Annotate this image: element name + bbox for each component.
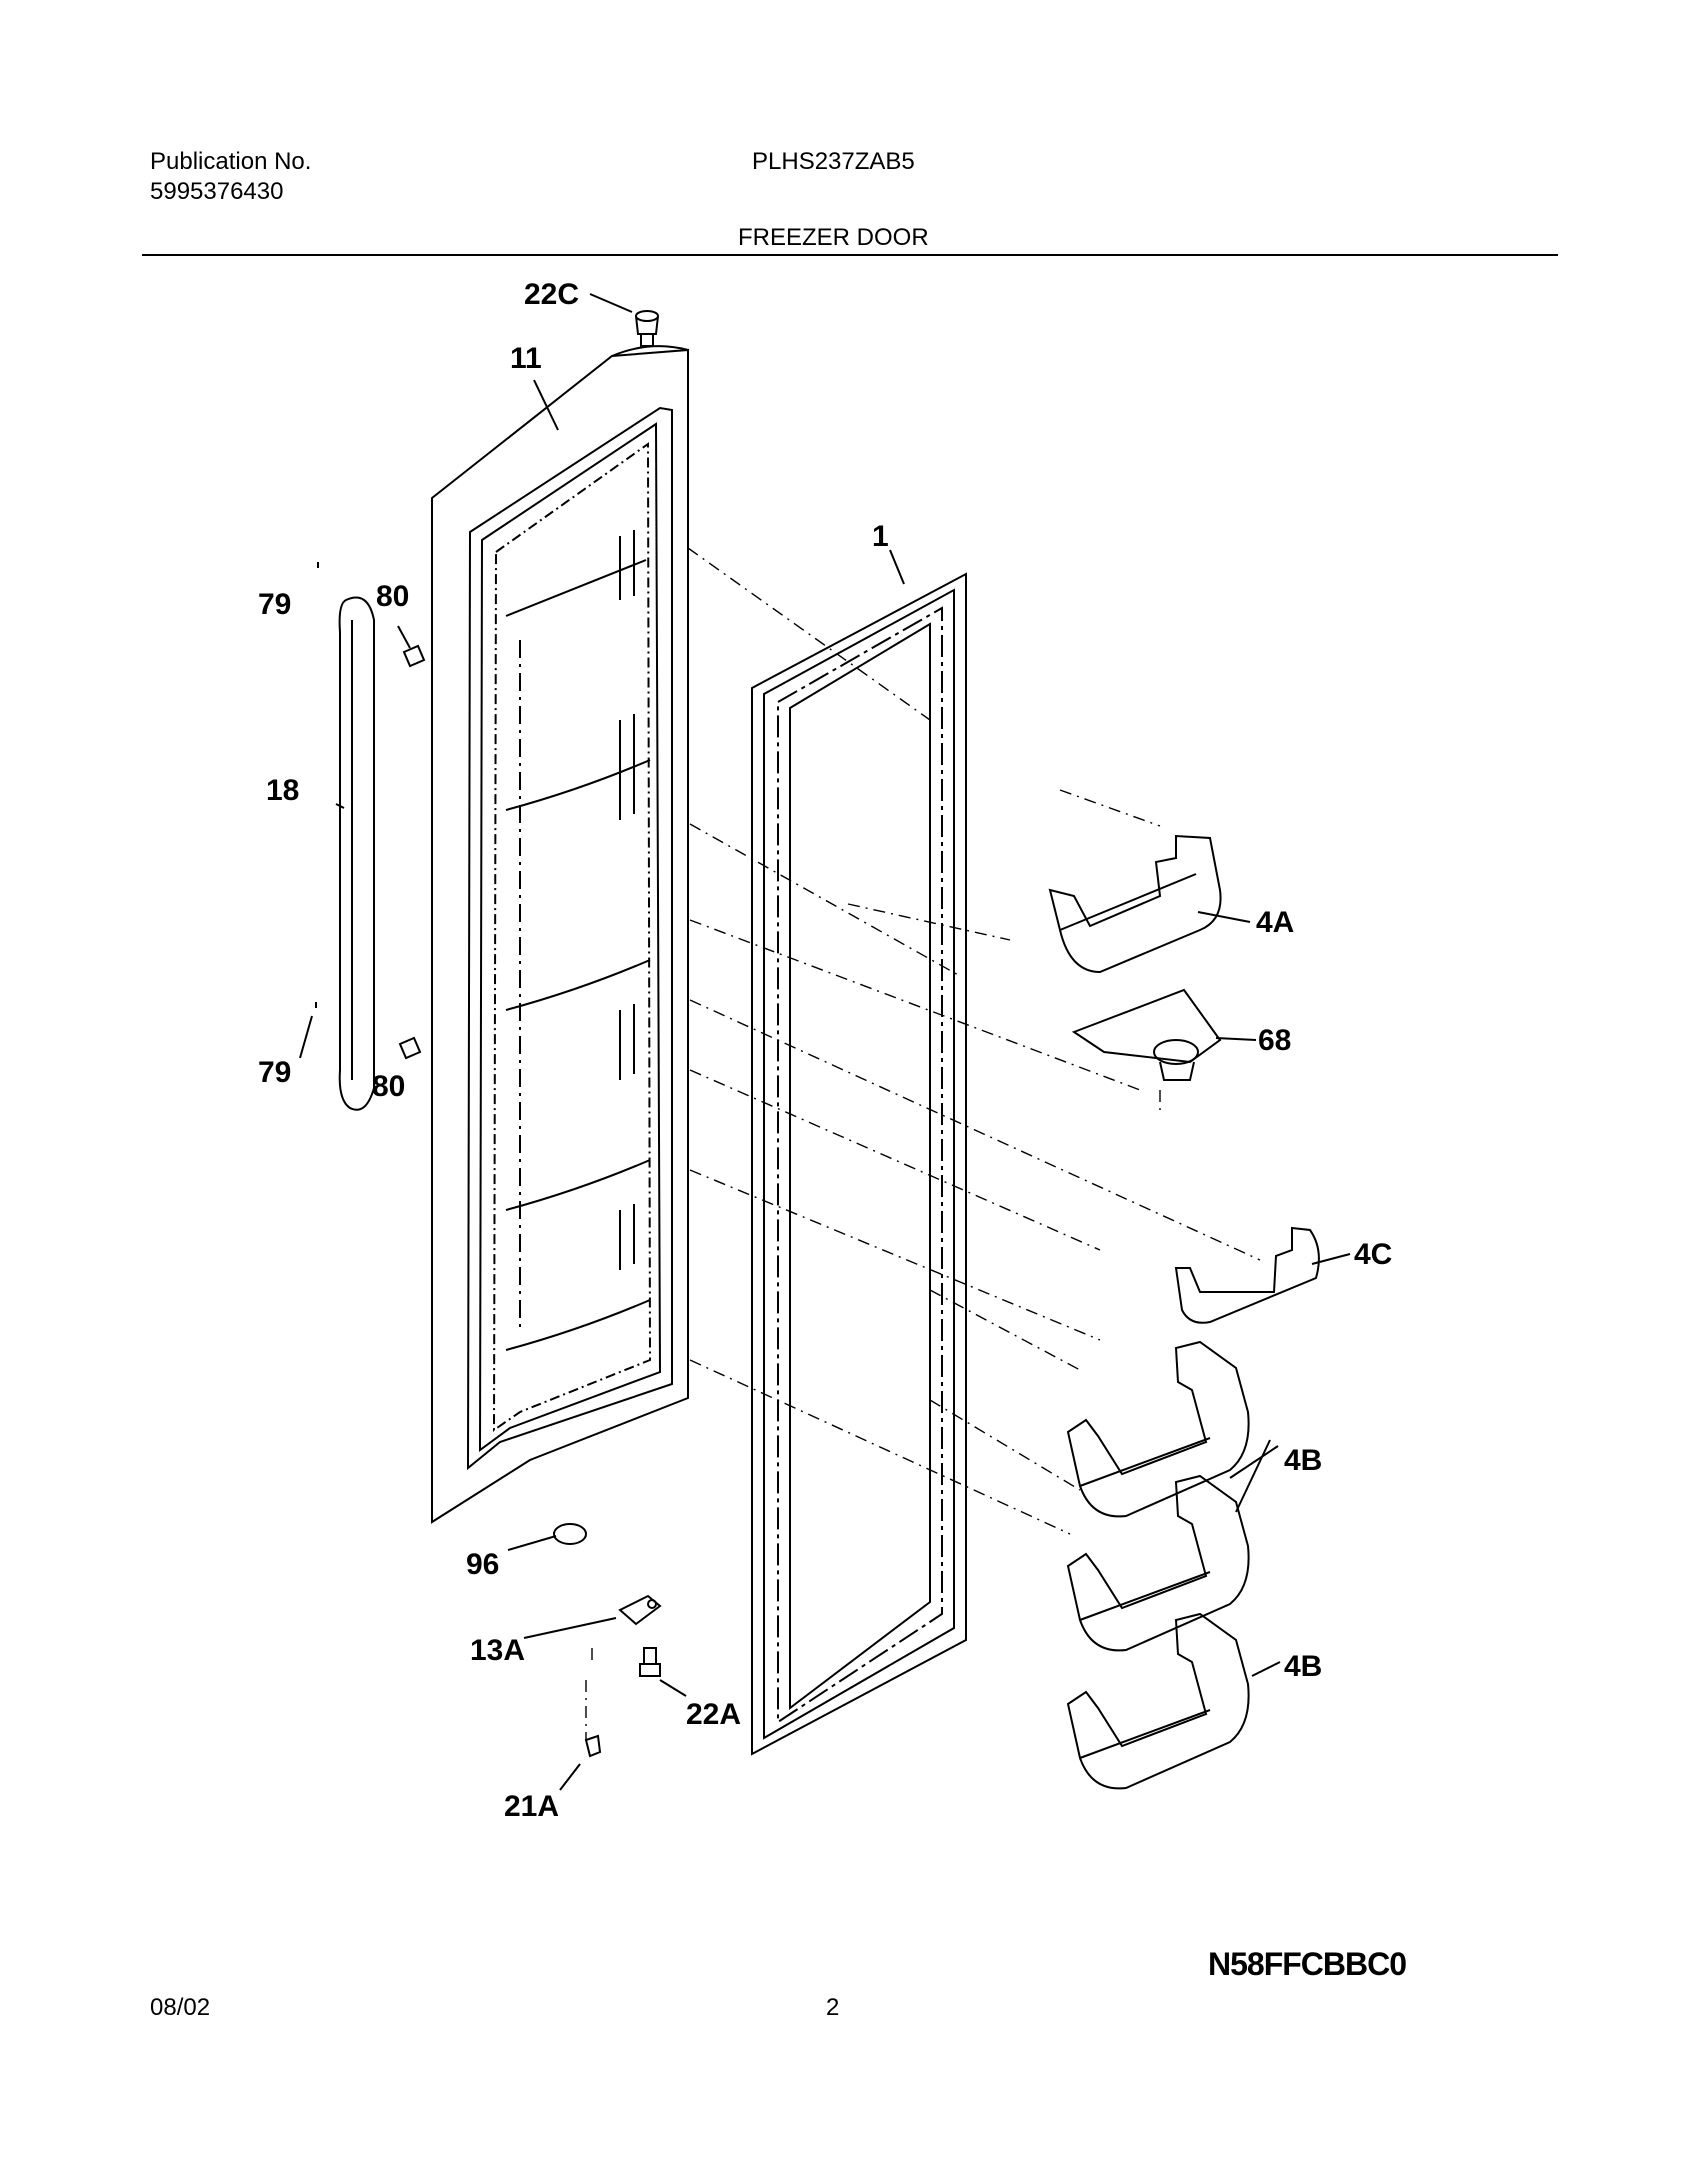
alignment-lines [585,547,1261,1740]
model-number: PLHS237ZAB5 [752,148,915,175]
publication-number: 5995376430 [150,178,284,205]
callout-1: 1 [872,520,889,553]
callout-leaders [299,293,1351,1791]
part-18-handle [315,562,375,1111]
part-80-screw-bottom [398,1036,422,1060]
diagram-code: N58FFCBBC0 [1208,1946,1407,1982]
part-4b-door-bin-lower [1066,1612,1250,1790]
part-4c-door-bin [1174,1226,1320,1324]
callout-22a: 22A [686,1698,741,1731]
part-4b-door-bin-upper [1066,1340,1250,1518]
part-1-gasket-frame [751,572,967,1756]
part-68-ice-funnel [1071,988,1222,1081]
part-21a-screw [584,1734,602,1758]
callout-79-bottom: 79 [258,1056,291,1089]
callout-68: 68 [1258,1024,1291,1057]
page-number: 2 [826,1994,840,2021]
callout-21a: 21A [504,1790,559,1823]
callout-80-top: 80 [376,580,409,613]
part-11-door-panel [431,345,689,1524]
callout-96: 96 [466,1548,499,1581]
callout-4b-mid: 4B [1284,1444,1322,1477]
callout-18: 18 [266,774,299,807]
callout-79-top: 79 [258,588,291,621]
publication-date: 08/02 [150,1994,211,2021]
part-4b-door-bin-middle [1066,1474,1250,1652]
part-13a-bracket [618,1594,662,1626]
part-96-plug [553,1523,587,1545]
section-title: FREEZER DOOR [738,224,929,251]
callout-22c: 22C [524,278,579,311]
callout-13a: 13A [470,1634,525,1667]
callout-4c: 4C [1354,1238,1392,1271]
callout-80-bottom: 80 [372,1070,405,1103]
part-80-screw-top [402,644,426,668]
callout-4a: 4A [1256,906,1294,939]
callout-4b-low: 4B [1284,1650,1322,1683]
part-22c-hinge-pin [635,310,659,347]
part-4a-door-bin [1048,834,1222,974]
publication-label: Publication No. [150,148,312,175]
header-rule [142,254,1558,256]
part-22a-hinge-pin [639,1647,661,1677]
callout-11: 11 [510,342,542,375]
